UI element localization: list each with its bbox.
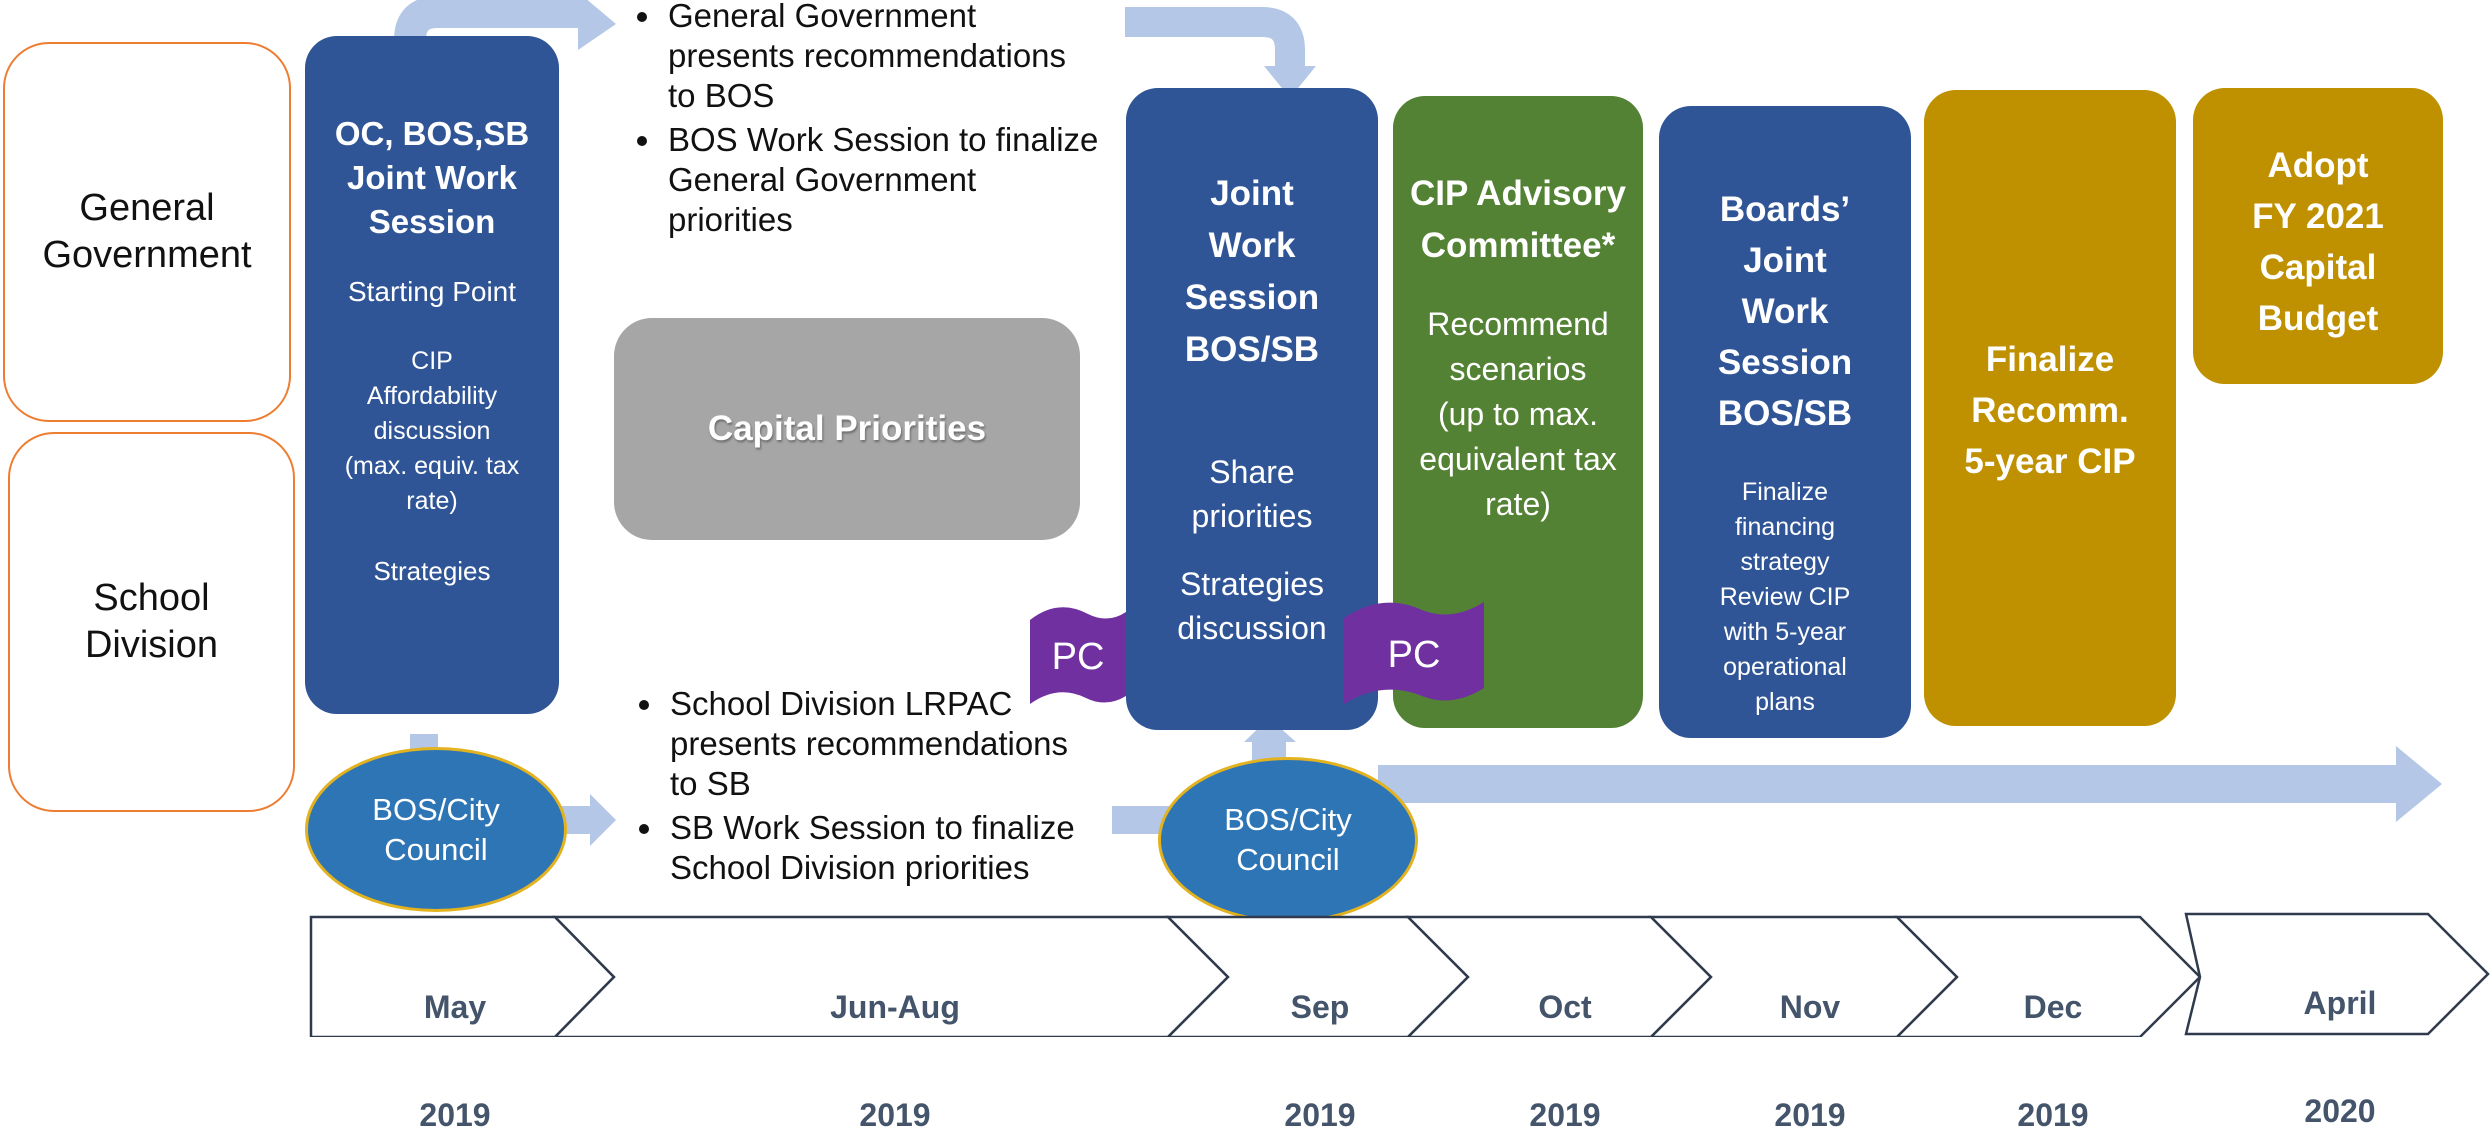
row-label-school-division: School Division	[8, 432, 295, 812]
may-joint-work-session-box: OC, BOS,SB Joint Work Session Starting P…	[305, 36, 559, 714]
timeline-month: April	[2303, 985, 2377, 1021]
council-ellipse-sep: BOS/City Council	[1158, 757, 1418, 923]
capital-priorities-box: Capital Priorities	[614, 318, 1080, 540]
timeline-year: 2019	[1284, 1097, 1356, 1133]
timeline-month: Nov	[1779, 989, 1841, 1025]
timeline-label-jun-aug: Jun-Aug 2019	[770, 926, 1020, 1142]
finalize-recomm-box: Finalize Recomm. 5-year CIP	[1924, 90, 2176, 726]
row-label-general-government: General Government	[3, 42, 291, 422]
boards-joint-body: Finalize financing strategy Review CIP w…	[1719, 478, 1851, 716]
timeline-year: 2019	[859, 1097, 931, 1133]
cip-advisory-title: CIP Advisory Committee*	[1410, 174, 1626, 265]
boards-joint-work-session-box: Boards’ Joint Work Session BOS/SB Finali…	[1659, 106, 1911, 738]
cip-advisory-committee-box: CIP Advisory Committee* Recommend scenar…	[1393, 96, 1643, 728]
timeline-year: 2020	[2304, 1093, 2376, 1129]
timeline-month: Jun-Aug	[830, 989, 960, 1025]
timeline-month: May	[423, 989, 487, 1025]
timeline-month: Oct	[1538, 989, 1592, 1025]
sd-bullet-list: School Division LRPAC presents recommend…	[630, 684, 1110, 892]
capital-priorities-label: Capital Priorities	[707, 409, 987, 448]
timeline-year: 2019	[1529, 1097, 1601, 1133]
timeline-label-april: April 2020	[2215, 922, 2465, 1138]
boards-joint-title: Boards’ Joint Work Session BOS/SB	[1717, 190, 1853, 433]
timeline-year: 2019	[1774, 1097, 1846, 1133]
pc-flag-right	[1344, 602, 1484, 704]
chevron-april	[2184, 912, 2490, 1036]
arrow-head	[1264, 66, 1316, 98]
joint-work-session-box: Joint Work Session BOS/SB Share prioriti…	[1126, 88, 1378, 730]
joint-session-share: Share priorities	[1191, 454, 1313, 534]
joint-session-title: Joint Work Session BOS/SB	[1184, 174, 1320, 369]
timeline-year: 2019	[419, 1097, 491, 1133]
adopt-budget-box: Adopt FY 2021 Capital Budget	[2193, 88, 2443, 384]
arrow-head	[578, 0, 616, 50]
pc-label-left: PC	[1051, 636, 1105, 678]
finalize-recomm-label: Finalize Recomm. 5-year CIP	[1964, 340, 2136, 481]
arrow-head	[2396, 746, 2442, 822]
sd-bullet-item: SB Work Session to finalize School Divis…	[666, 808, 1110, 888]
cip-advisory-body: Recommend scenarios (up to max. equivale…	[1419, 306, 1617, 522]
may-box-strategies: Strategies	[373, 556, 491, 586]
pc-label-right: PC	[1387, 634, 1441, 676]
chevron-dec	[1893, 915, 2202, 1037]
timeline-month: Sep	[1290, 989, 1350, 1025]
adopt-budget-label: Adopt FY 2021 Capital Budget	[2252, 146, 2384, 338]
joint-session-strategies: Strategies discussion	[1177, 566, 1327, 646]
arrow-gg-to-joint-session	[1125, 7, 1305, 70]
timeline-year: 2019	[2017, 1097, 2089, 1133]
timeline-month: Dec	[2023, 989, 2083, 1025]
council-ellipse-may: BOS/City Council	[305, 747, 567, 912]
may-box-title: OC, BOS,SB Joint Work Session	[334, 115, 530, 240]
may-box-starting-point: Starting Point	[347, 276, 517, 307]
gg-bullet-list: General Government presents recommendati…	[628, 0, 1108, 244]
gg-bullet-item: General Government presents recommendati…	[664, 0, 1108, 116]
timeline-label-sep: Sep 2019	[1195, 926, 1445, 1142]
arrow-head	[590, 794, 616, 846]
timeline-label-dec: Dec 2019	[1928, 926, 2178, 1142]
timeline-label-nov: Nov 2019	[1685, 926, 1935, 1142]
arrow-long-timeline	[1378, 765, 2398, 803]
pc-flag-left	[1030, 607, 1126, 704]
sd-bullet-item: School Division LRPAC presents recommend…	[666, 684, 1110, 804]
arrow-head	[1244, 718, 1296, 742]
may-box-affordability: CIP Affordability discussion (max. equiv…	[344, 347, 520, 515]
gg-bullet-item: BOS Work Session to finalize General Gov…	[664, 120, 1108, 240]
timeline-chevrons	[309, 912, 2490, 1037]
timeline-label-may: May 2019	[330, 926, 580, 1142]
timeline-label-oct: Oct 2019	[1440, 926, 1690, 1142]
